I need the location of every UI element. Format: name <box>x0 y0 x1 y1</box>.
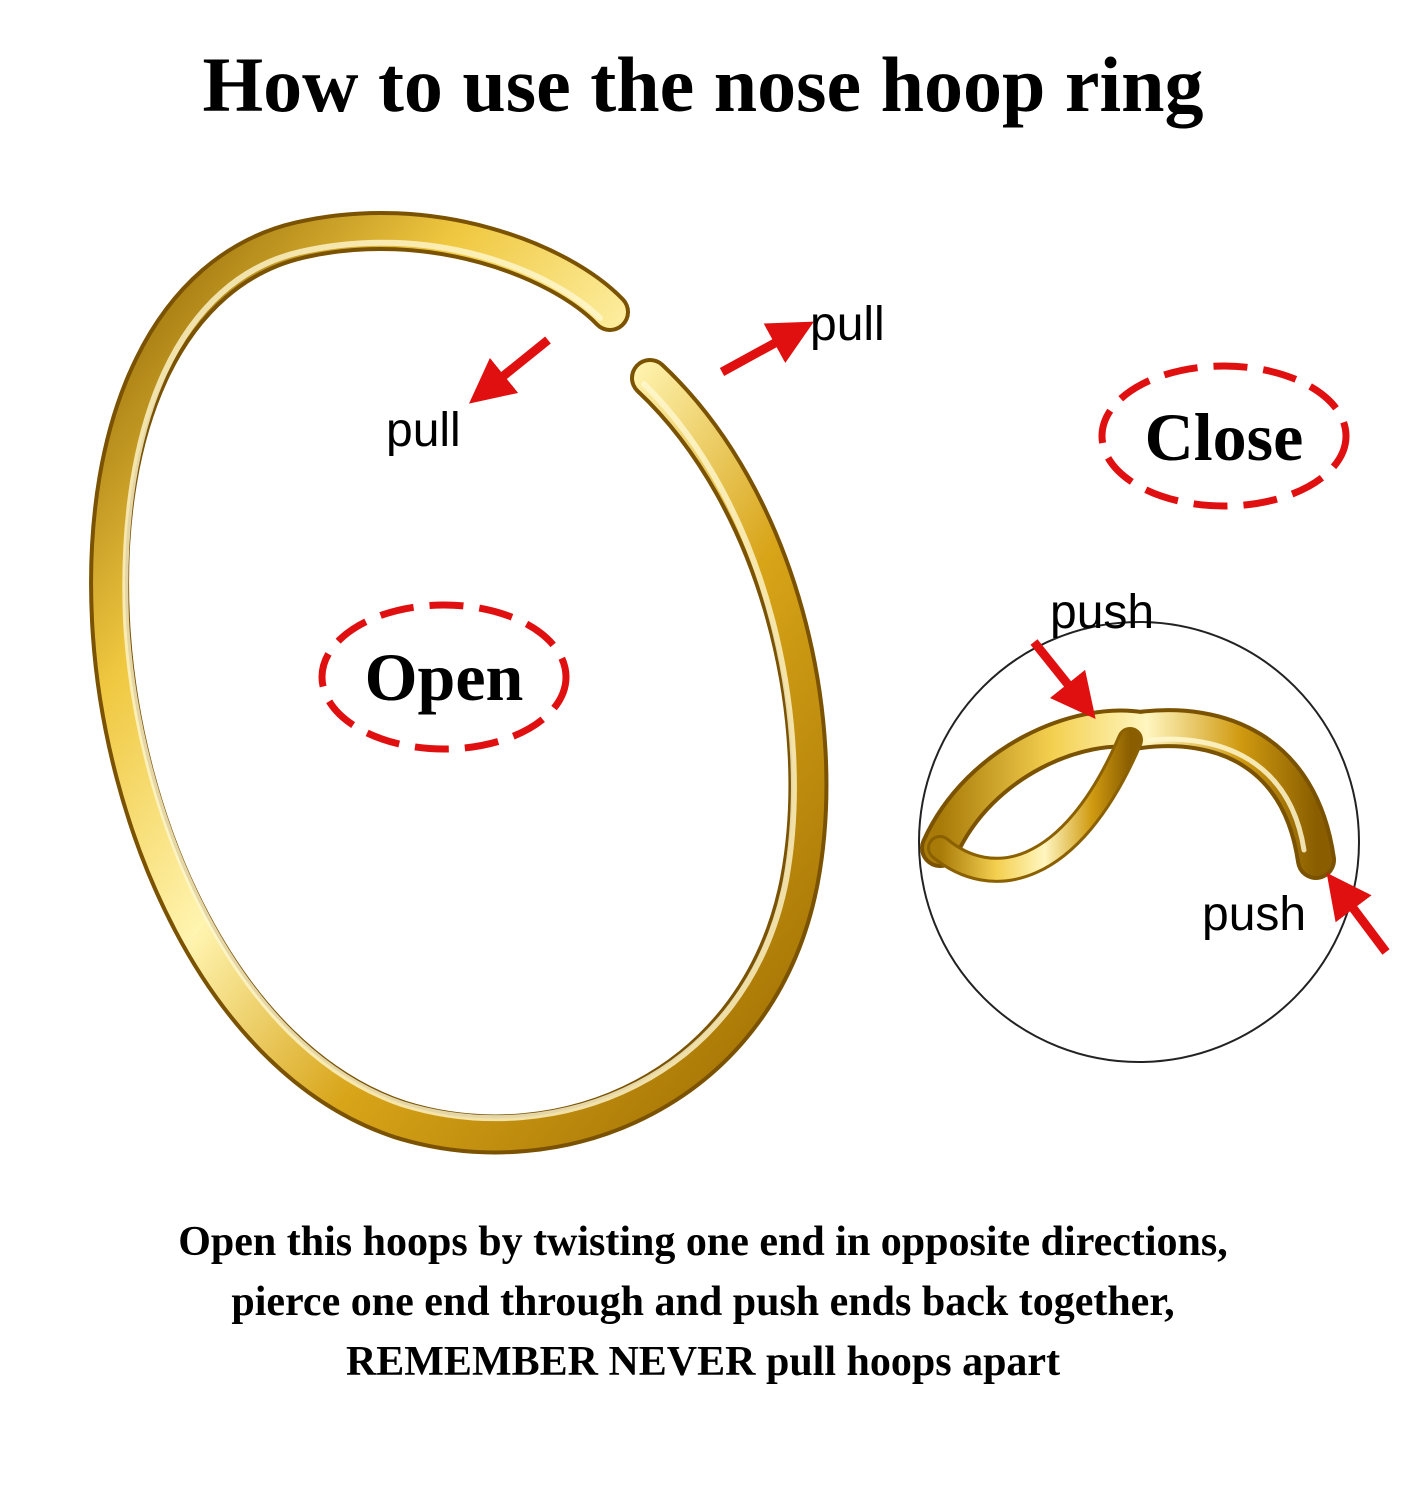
page-title: How to use the nose hoop ring <box>202 41 1204 128</box>
close-dashed-oval <box>1098 362 1350 510</box>
pull-label-left: pull <box>386 404 461 457</box>
instructions-text: Open this hoops by twisting one end in o… <box>0 1212 1406 1392</box>
push-label-bottom: push <box>1202 888 1306 941</box>
push-arrow-top <box>1030 639 1096 720</box>
pull-arrow-left <box>468 336 551 404</box>
instruction-line-2: pierce one end through and push ends bac… <box>231 1279 1175 1325</box>
pull-arrow-right <box>719 321 814 376</box>
open-dashed-oval <box>318 601 570 753</box>
closed-hoop-ring <box>920 708 1336 883</box>
push-label-top: push <box>1050 586 1154 639</box>
close-state-label: Close <box>1145 399 1304 475</box>
instruction-line-3: REMEMBER NEVER pull hoops apart <box>345 1339 1061 1385</box>
pull-label-right: pull <box>810 298 885 351</box>
open-hoop-ring <box>89 210 829 1155</box>
push-arrow-bottom <box>1326 872 1390 955</box>
open-state-label: Open <box>365 639 524 715</box>
instruction-line-1: Open this hoops by twisting one end in o… <box>178 1219 1228 1265</box>
